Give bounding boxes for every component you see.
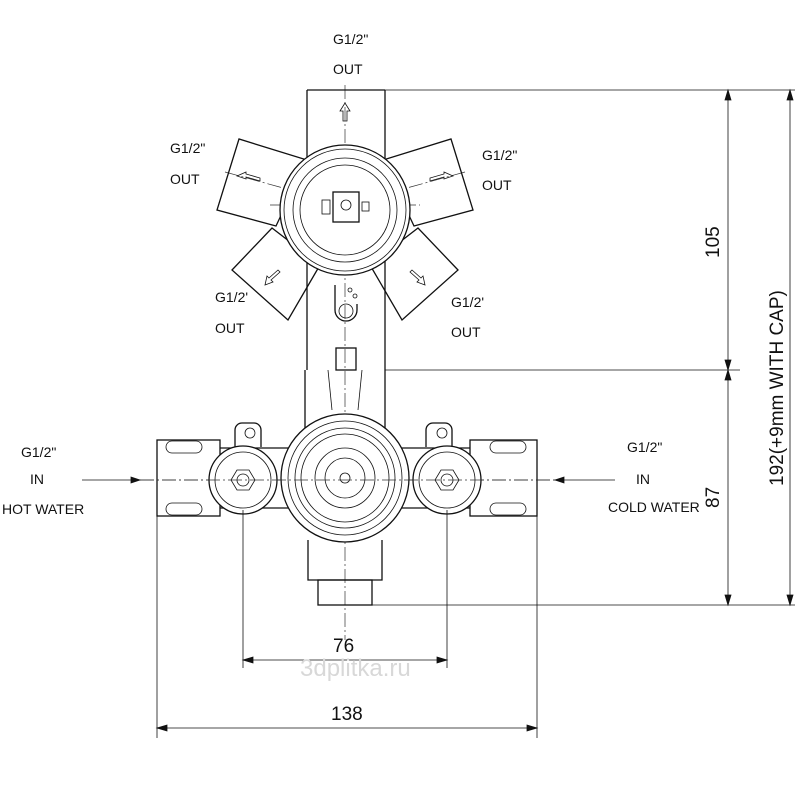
lower-left-out-size: G1/2' xyxy=(215,289,248,305)
stem-connector xyxy=(304,347,386,430)
cold-in-size: G1/2" xyxy=(627,439,662,455)
dim-upper-height: 105 xyxy=(703,226,724,258)
dim-total-width: 138 xyxy=(331,704,363,725)
dim-inlet-spacing: 76 xyxy=(333,636,354,657)
dim-lower-height: 87 xyxy=(703,487,724,508)
cold-in-dir: IN xyxy=(636,471,650,487)
dim-total-height: 192(+9mm WITH CAP) xyxy=(767,290,788,486)
watermark: 3dplitka.ru xyxy=(300,655,411,682)
flow-arrows xyxy=(235,102,455,286)
hot-water-label: HOT WATER xyxy=(2,501,84,517)
upper-right-out-size: G1/2" xyxy=(482,147,517,163)
upper-left-out-dir: OUT xyxy=(170,171,200,187)
lower-right-out-size: G1/2' xyxy=(451,294,484,310)
upper-right-out-dir: OUT xyxy=(482,177,512,193)
hot-in-size: G1/2" xyxy=(21,444,56,460)
upper-left-out-size: G1/2" xyxy=(170,140,205,156)
hot-in-dir: IN xyxy=(30,471,44,487)
diverter-cartridge xyxy=(279,144,411,276)
top-out-size: G1/2" xyxy=(333,31,368,47)
cold-water-label: COLD WATER xyxy=(608,499,700,515)
lower-right-out-dir: OUT xyxy=(451,324,481,340)
top-out-dir: OUT xyxy=(333,61,363,77)
lower-left-out-dir: OUT xyxy=(215,320,245,336)
mixer-body xyxy=(140,413,560,606)
brand-symbol-icon xyxy=(334,285,358,322)
dimension-lines xyxy=(82,88,795,738)
